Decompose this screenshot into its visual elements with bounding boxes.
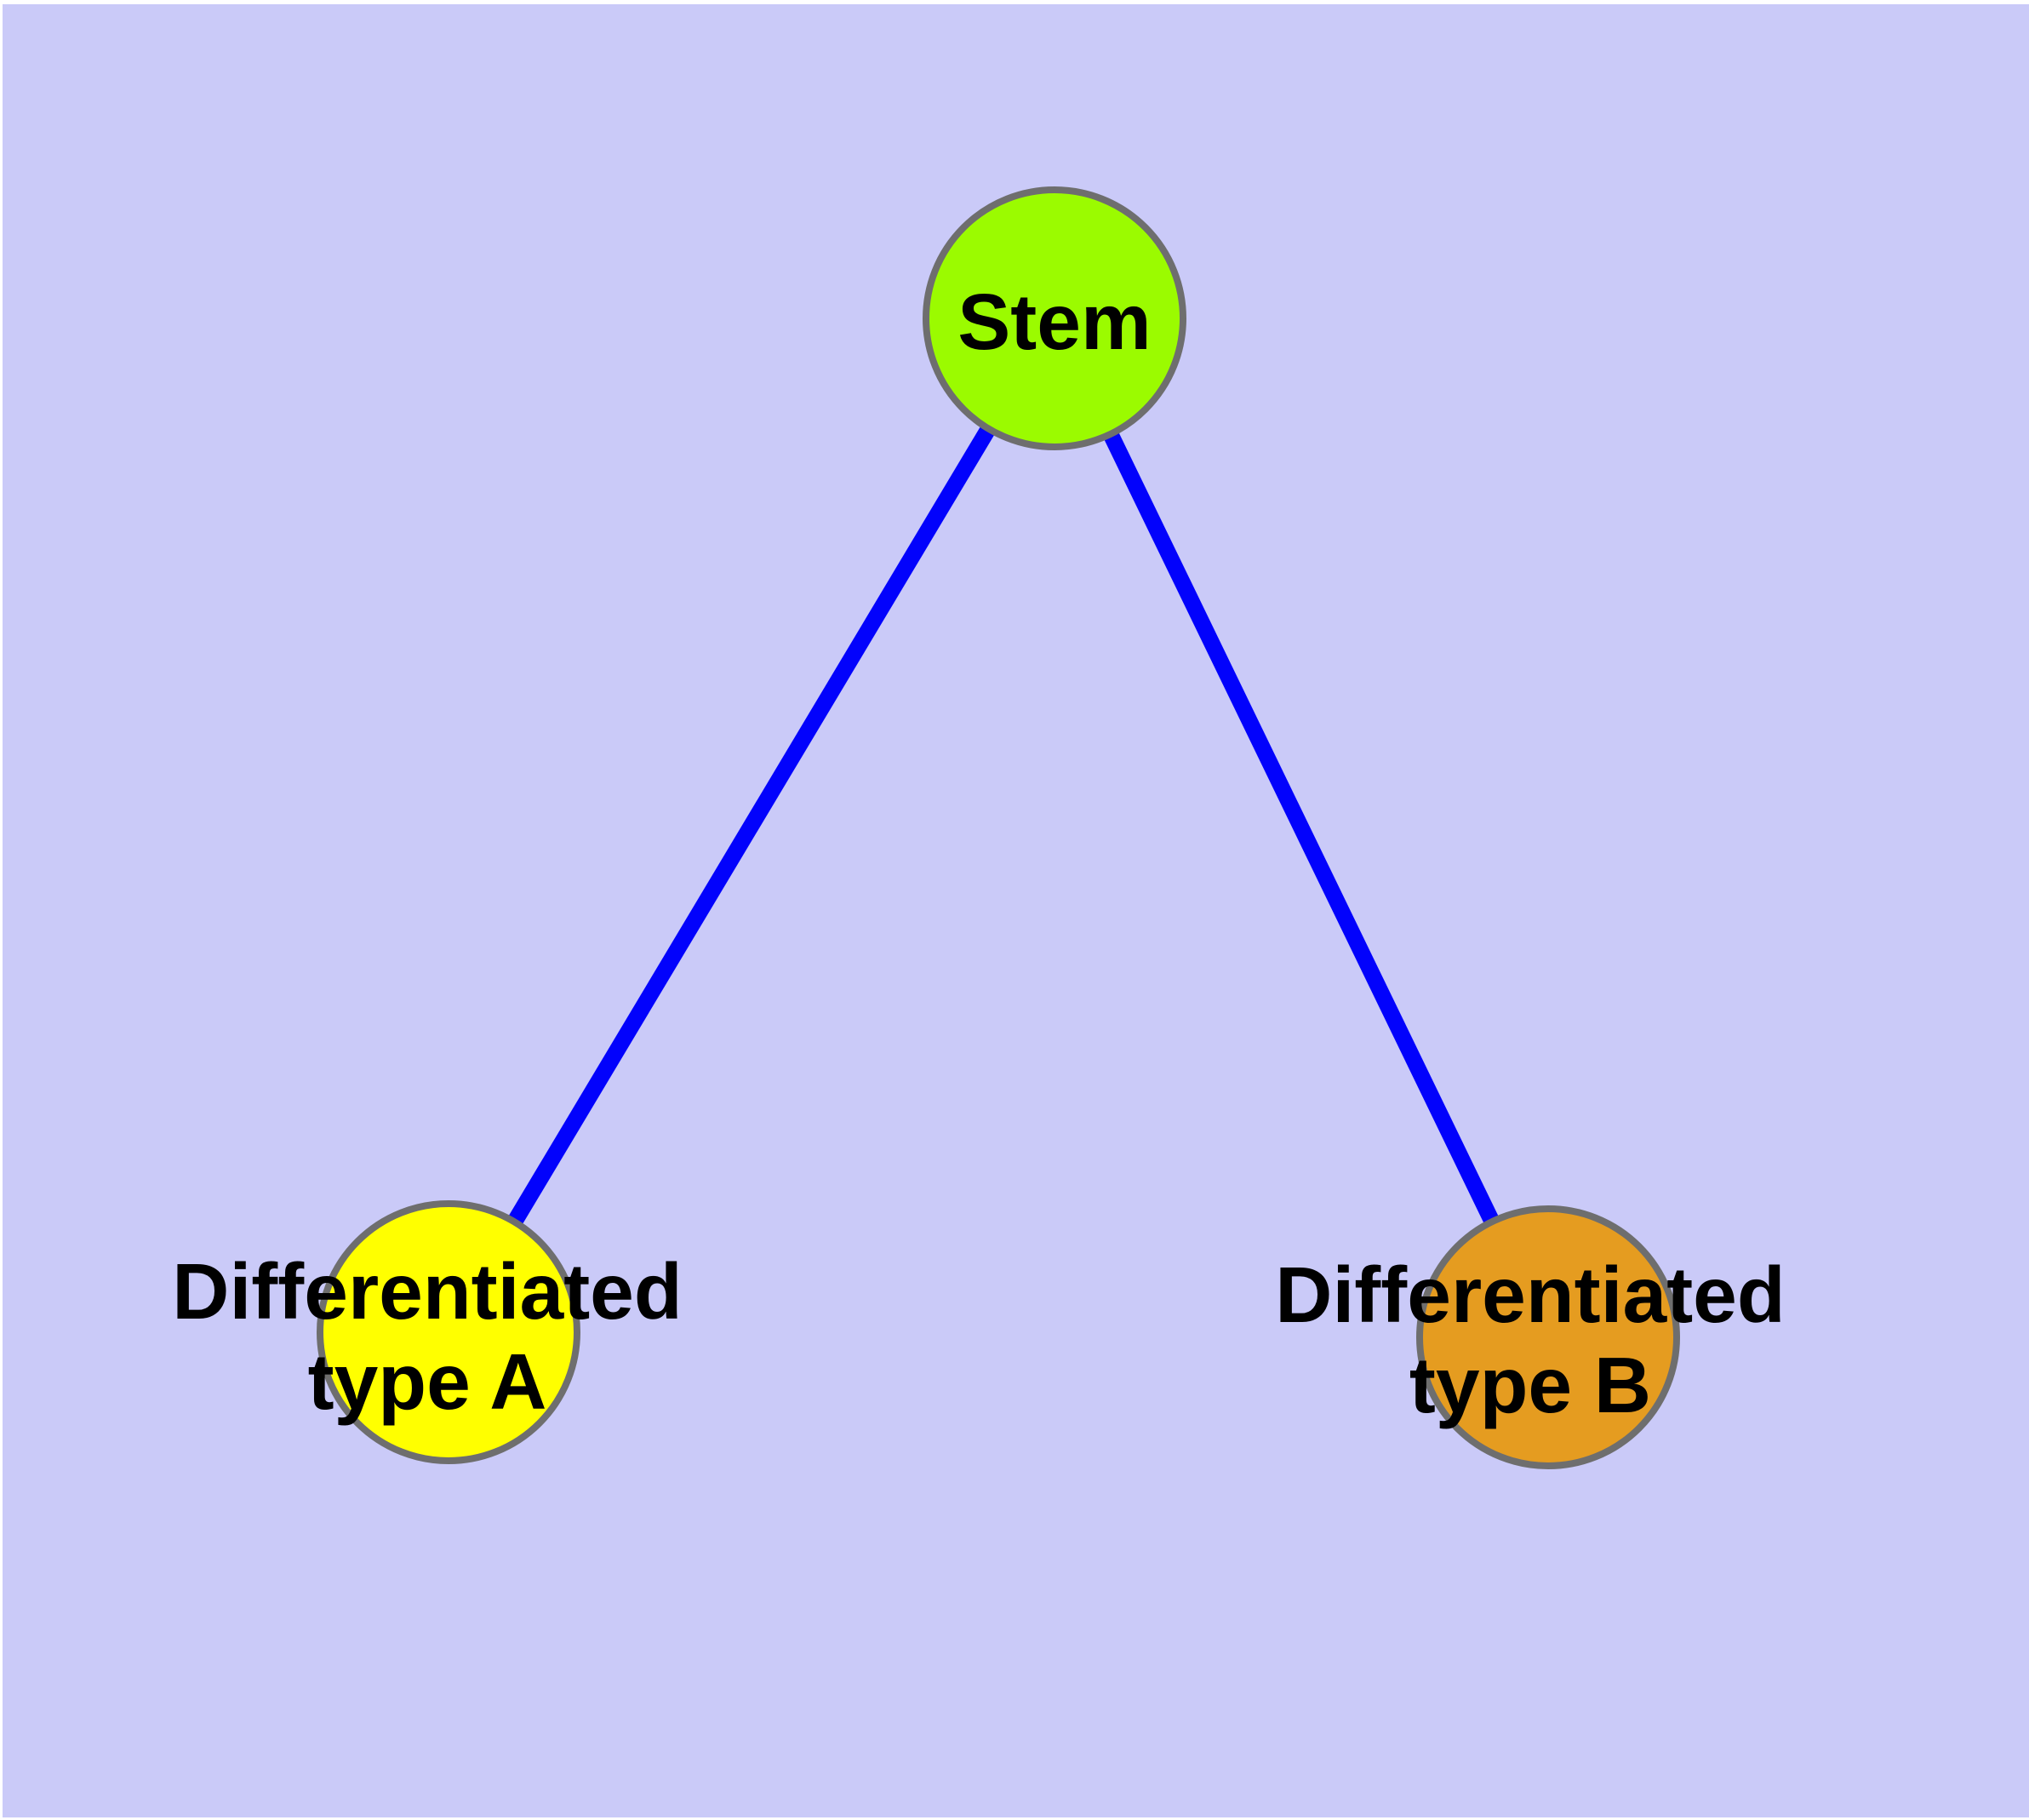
node-differentiated-type-b: [1416, 1205, 1680, 1469]
node-type-a-label-line2: type A: [308, 1337, 547, 1426]
node-stem: [923, 186, 1186, 450]
node-differentiated-type-a: [317, 1200, 580, 1464]
edge-stem-to-type-a: [441, 314, 1062, 1336]
node-type-a-label-line1: Differentiated: [172, 1247, 682, 1336]
edge-stem-to-type-b: [1047, 314, 1556, 1342]
node-stem-label: Stem: [957, 278, 1151, 366]
node-type-b-label-line2: type B: [1409, 1341, 1651, 1429]
node-type-b-label-line1: Differentiated: [1275, 1251, 1785, 1339]
